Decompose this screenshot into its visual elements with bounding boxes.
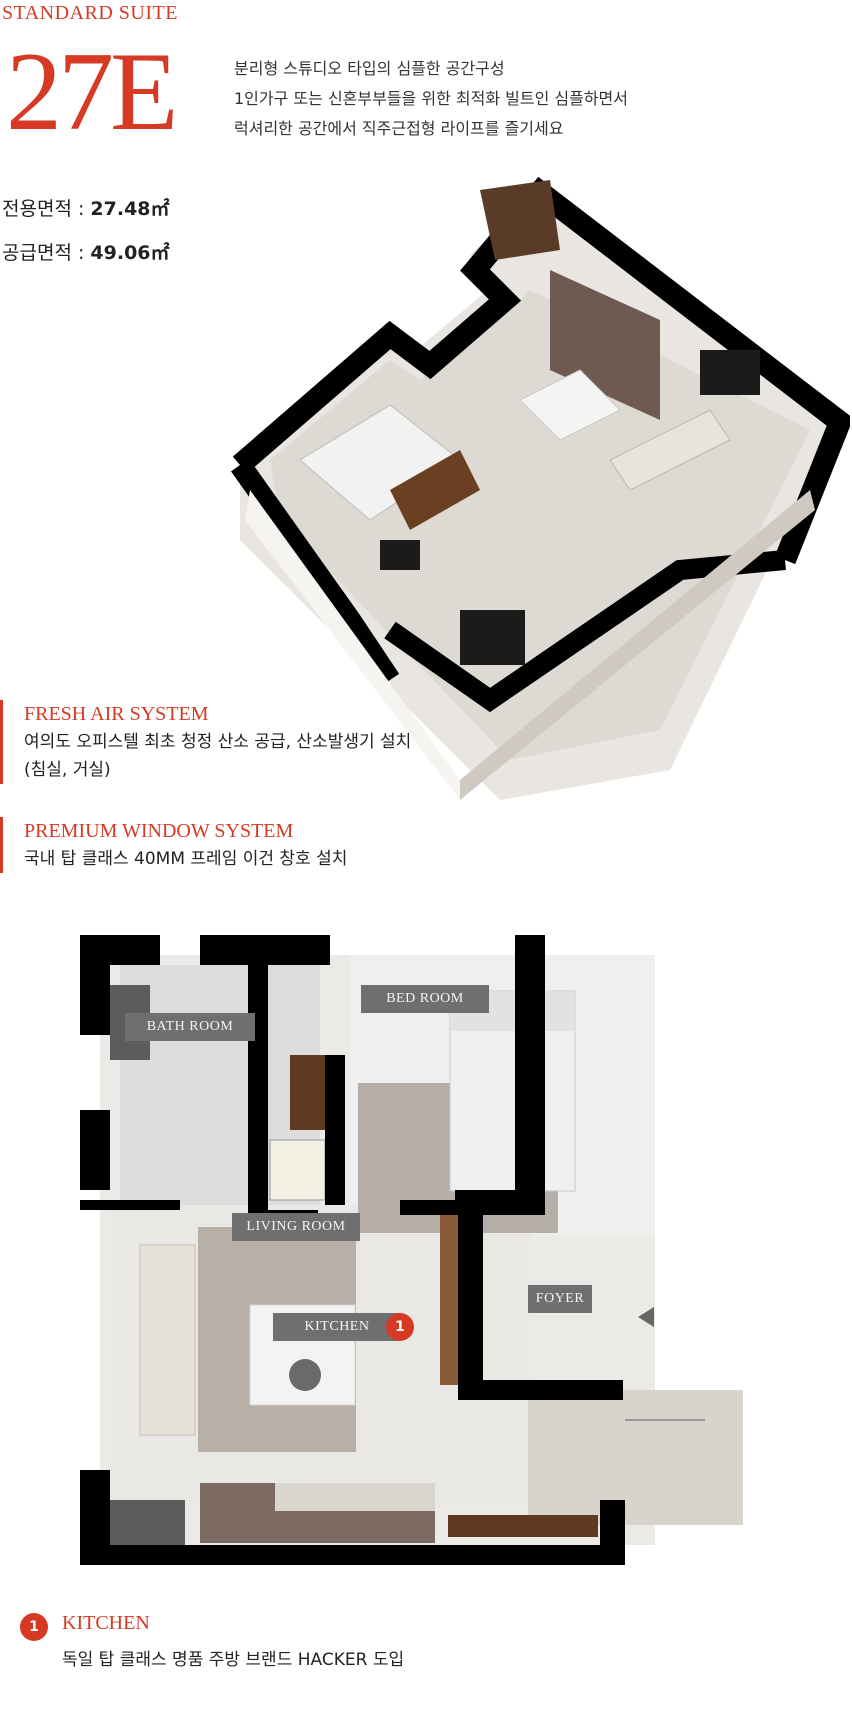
- note-description: 독일 탑 클래스 명품 주방 브랜드 HACKER 도입: [62, 1650, 405, 1670]
- unit-code: 27E: [6, 30, 178, 154]
- description-line: 1인가구 또는 신혼부부들을 위한 최적화 빌트인 심플하면서: [234, 89, 628, 108]
- unit-description: 분리형 스튜디오 타입의 심플한 공간구성 1인가구 또는 신혼부부들을 위한 …: [234, 54, 628, 144]
- supply-area-label: 공급면적 :: [2, 242, 91, 264]
- room-label-bed: BED ROOM: [361, 985, 489, 1013]
- feature-title: FRESH AIR SYSTEM: [24, 703, 209, 725]
- feature-fresh-air: FRESH AIR SYSTEM 여의도 오피스텔 최초 청정 산소 공급, 산…: [0, 700, 411, 784]
- suite-label: STANDARD SUITE: [2, 2, 178, 24]
- note-badge: 1: [20, 1613, 48, 1641]
- floorplan: BATH ROOM BED ROOM LIVING ROOM KITCHEN 1…: [80, 935, 800, 1565]
- exclusive-area-value: 27.48㎡: [90, 198, 170, 220]
- isometric-floorplan-render: [231, 176, 850, 800]
- feature-description: 국내 탑 클래스 40MM 프레임 이건 창호 설치: [24, 849, 348, 869]
- feature-premium-window: PREMIUM WINDOW SYSTEM 국내 탑 클래스 40MM 프레임 …: [0, 817, 347, 873]
- exclusive-area: 전용면적 : 27.48㎡: [2, 194, 170, 221]
- feature-description: 여의도 오피스텔 최초 청정 산소 공급, 산소발생기 설치: [24, 732, 412, 752]
- room-label-kitchen: KITCHEN: [273, 1313, 401, 1341]
- description-line: 럭셔리한 공간에서 직주근접형 라이프를 즐기세요: [234, 119, 564, 138]
- note-title: KITCHEN: [62, 1612, 150, 1634]
- floorplan-drawing: [80, 935, 743, 1565]
- supply-area: 공급면적 : 49.06㎡: [2, 238, 170, 265]
- exclusive-area-label: 전용면적 :: [2, 198, 91, 220]
- feature-description: (침실, 거실): [24, 760, 111, 780]
- feature-title: PREMIUM WINDOW SYSTEM: [24, 820, 294, 842]
- room-label-bath: BATH ROOM: [125, 1013, 255, 1041]
- kitchen-badge: 1: [386, 1313, 414, 1341]
- description-line: 분리형 스튜디오 타입의 심플한 공간구성: [234, 59, 505, 78]
- supply-area-value: 49.06㎡: [90, 242, 170, 264]
- entrance-arrow-icon: [638, 1307, 654, 1327]
- room-label-living: LIVING ROOM: [232, 1213, 360, 1241]
- room-label-foyer: FOYER: [528, 1285, 592, 1313]
